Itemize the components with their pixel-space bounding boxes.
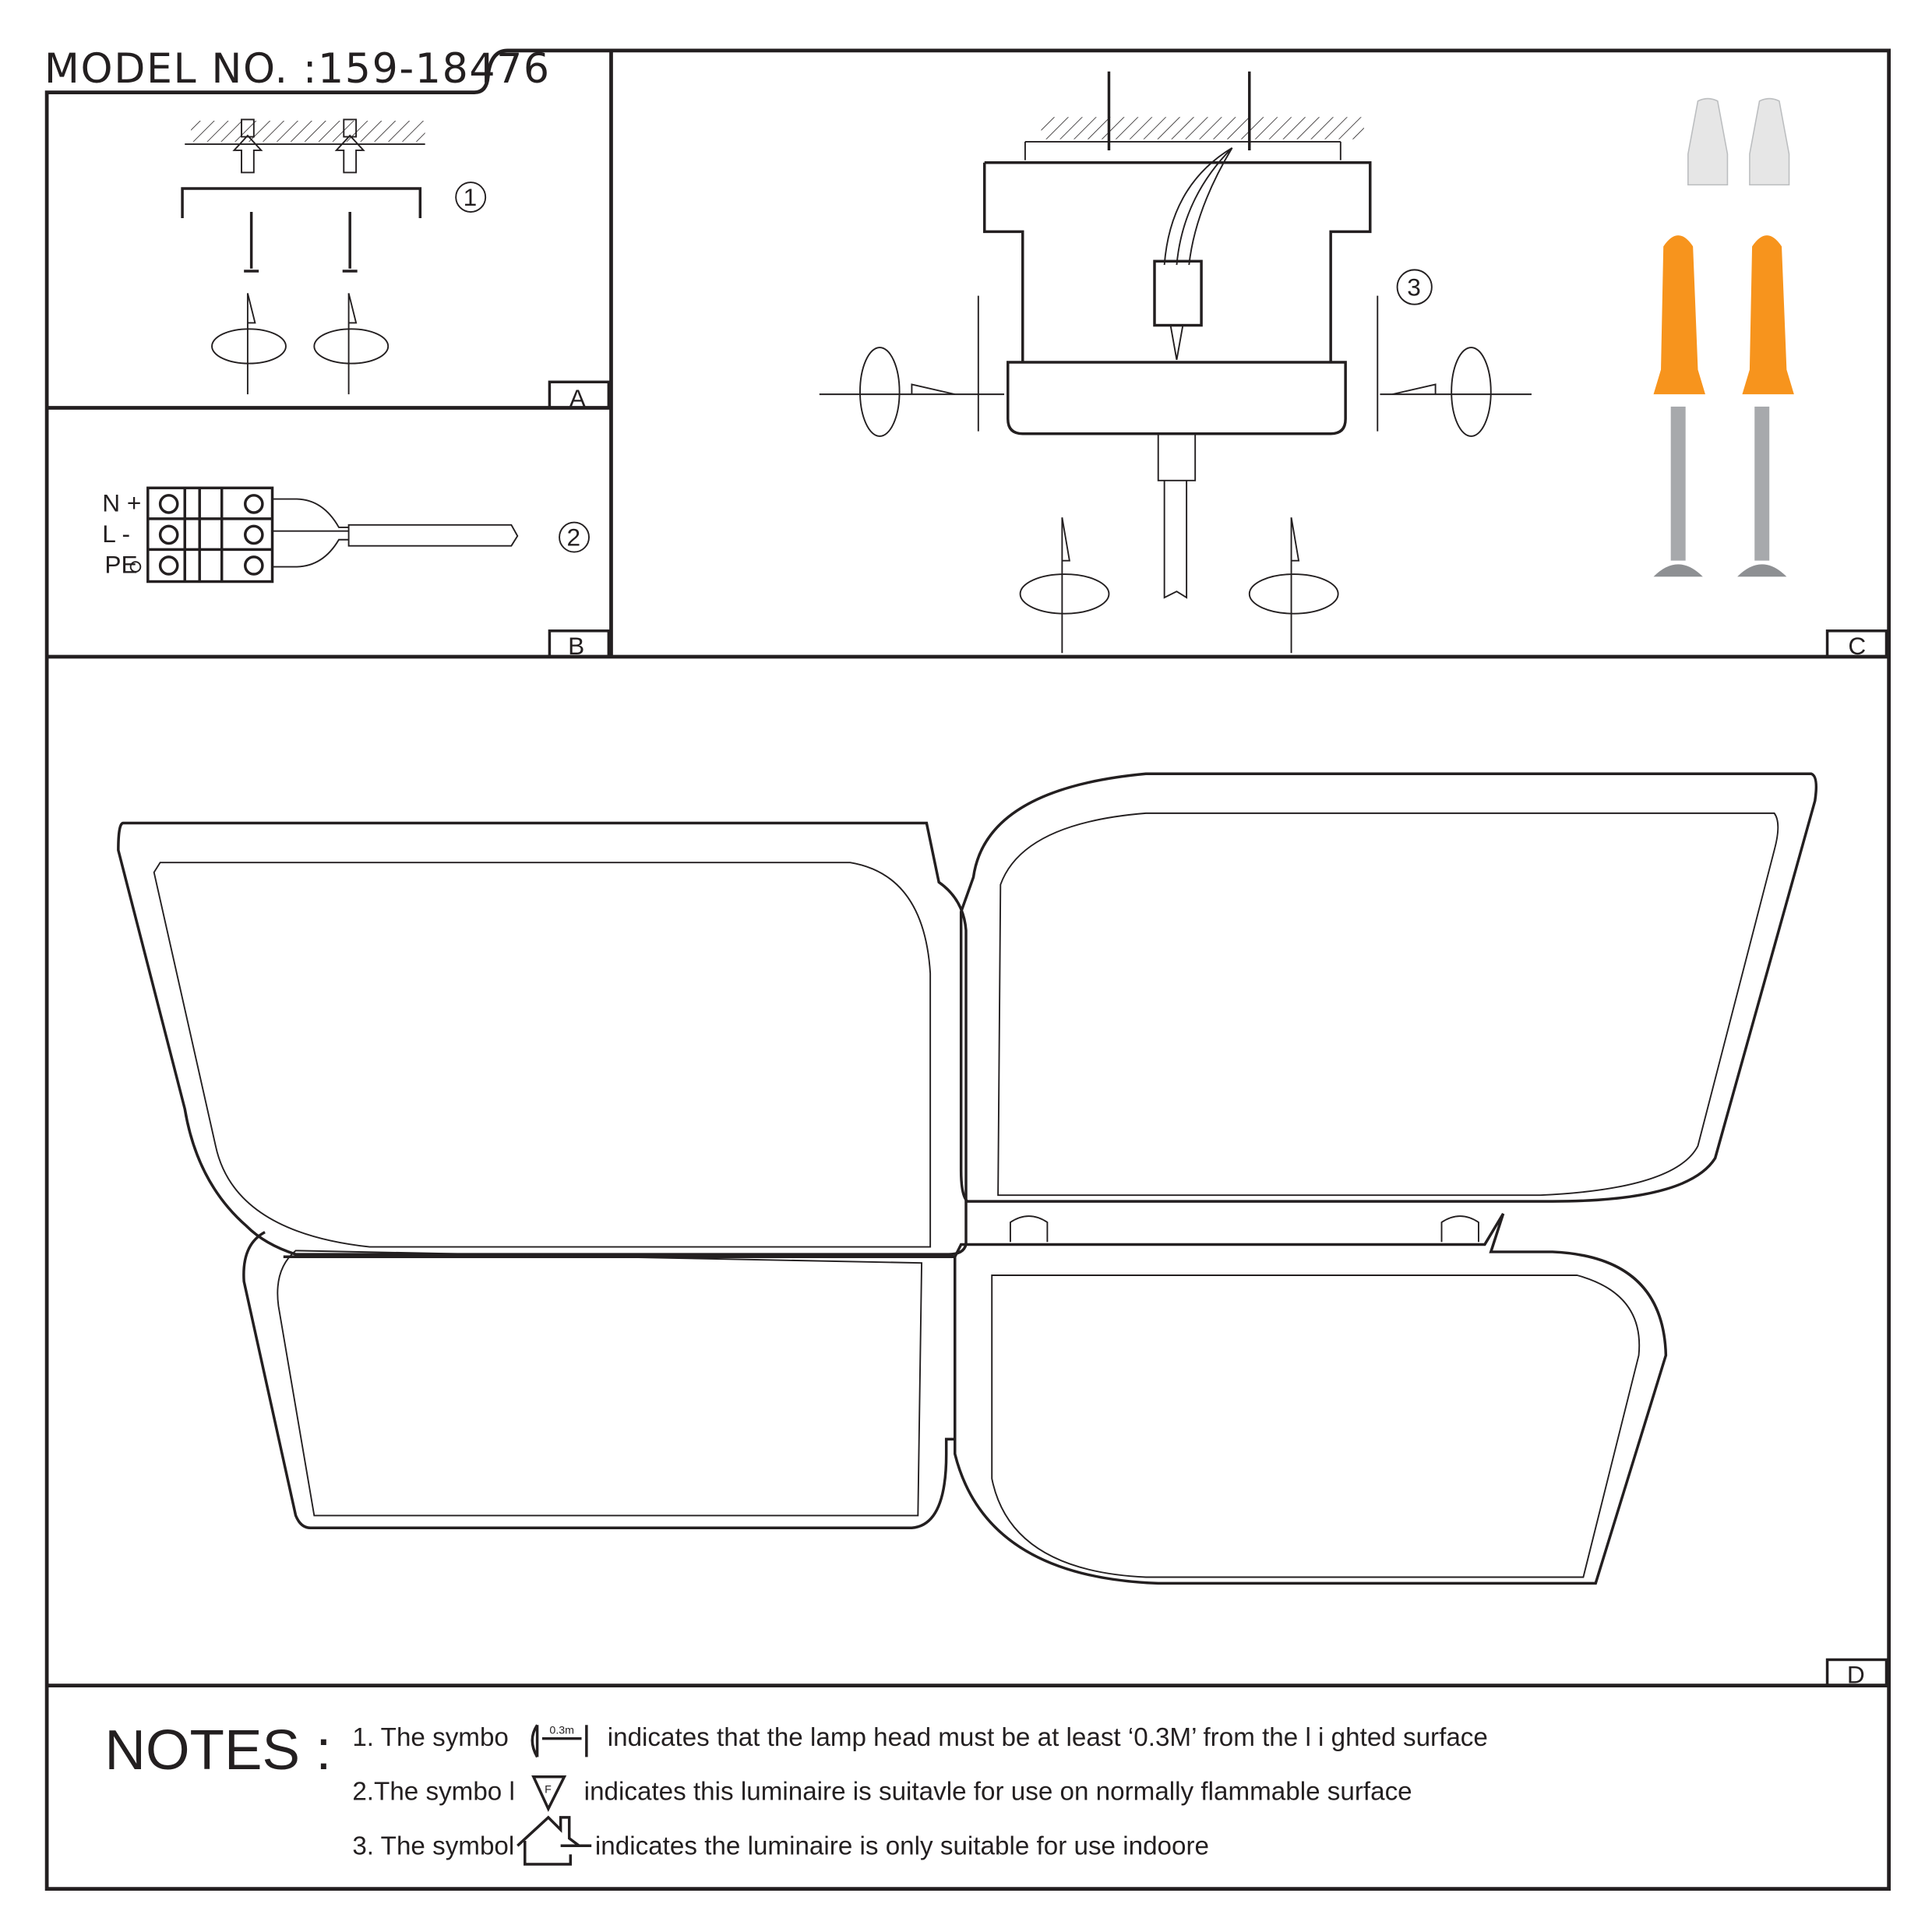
svg-text:3: 3 bbox=[1407, 273, 1421, 301]
step-1-diagram: 1 bbox=[181, 118, 487, 395]
model-number-title: MODEL NO. :159-18476 bbox=[44, 46, 551, 93]
bracket bbox=[181, 187, 422, 218]
svg-text:1: 1 bbox=[464, 183, 478, 211]
note-3: 3. The symbol indicates the luminaire is… bbox=[352, 1815, 1209, 1866]
indoor-use-icon bbox=[516, 1815, 592, 1866]
svg-text:indicates this luminaire is su: indicates this luminaire is suitavle for… bbox=[584, 1778, 1412, 1807]
wall-plug-icon bbox=[1653, 235, 1794, 395]
panel-label-a: A bbox=[548, 380, 611, 412]
flammable-surface-icon: F bbox=[531, 1775, 567, 1812]
svg-text:2: 2 bbox=[567, 524, 581, 552]
notes-heading: NOTES : bbox=[104, 1719, 331, 1782]
step-3-diagram: 3 bbox=[819, 71, 1532, 654]
svg-text:2.The symbo l: 2.The symbo l bbox=[352, 1778, 515, 1807]
ground-icon bbox=[129, 561, 142, 573]
svg-text:indicates that the lamp head m: indicates that the lamp head must be at … bbox=[608, 1723, 1488, 1752]
wire-nut-icon bbox=[1687, 97, 1790, 186]
svg-text:3. The symbol: 3. The symbol bbox=[352, 1832, 514, 1860]
terminal-block-diagram: N + L - PE 2 bbox=[102, 486, 590, 583]
distance-symbol-icon: 0.3m bbox=[531, 1724, 588, 1758]
note-2: 2.The symbo l F indicates this luminaire… bbox=[352, 1775, 1412, 1812]
wall-anchor-icon bbox=[334, 118, 365, 174]
wall-anchor-icon bbox=[232, 118, 263, 174]
svg-text:0.3m: 0.3m bbox=[549, 1724, 574, 1736]
panel-label-b: B bbox=[548, 629, 611, 660]
note-1: 1. The symbo 0.3m indicates that the lam… bbox=[352, 1723, 1488, 1758]
svg-text:D: D bbox=[1847, 1661, 1865, 1689]
panel-label-c: C bbox=[1825, 629, 1888, 660]
svg-text:1. The symbo: 1. The symbo bbox=[352, 1723, 509, 1752]
svg-text:L -: L - bbox=[102, 520, 130, 548]
svg-text:indicates the luminaire is onl: indicates the luminaire is only suitable… bbox=[595, 1832, 1209, 1860]
svg-text:F: F bbox=[545, 1783, 552, 1796]
svg-text:B: B bbox=[568, 632, 584, 660]
frame bbox=[44, 48, 1891, 1891]
svg-text:C: C bbox=[1848, 632, 1866, 660]
svg-text:PE: PE bbox=[104, 550, 137, 578]
step-number-1: 1 bbox=[455, 182, 487, 213]
notes-section: NOTES : 1. The symbo 0.3m indicates that… bbox=[104, 1719, 1488, 1866]
svg-text:N +: N + bbox=[102, 488, 141, 516]
parts-kit bbox=[1653, 97, 1794, 577]
step-number-2: 2 bbox=[559, 521, 590, 553]
screw-icon bbox=[1653, 406, 1787, 577]
lamp-top-view bbox=[117, 772, 1818, 1585]
svg-text:A: A bbox=[569, 384, 587, 412]
step-number-3: 3 bbox=[1396, 269, 1433, 305]
panel-label-d: D bbox=[1825, 1658, 1888, 1689]
